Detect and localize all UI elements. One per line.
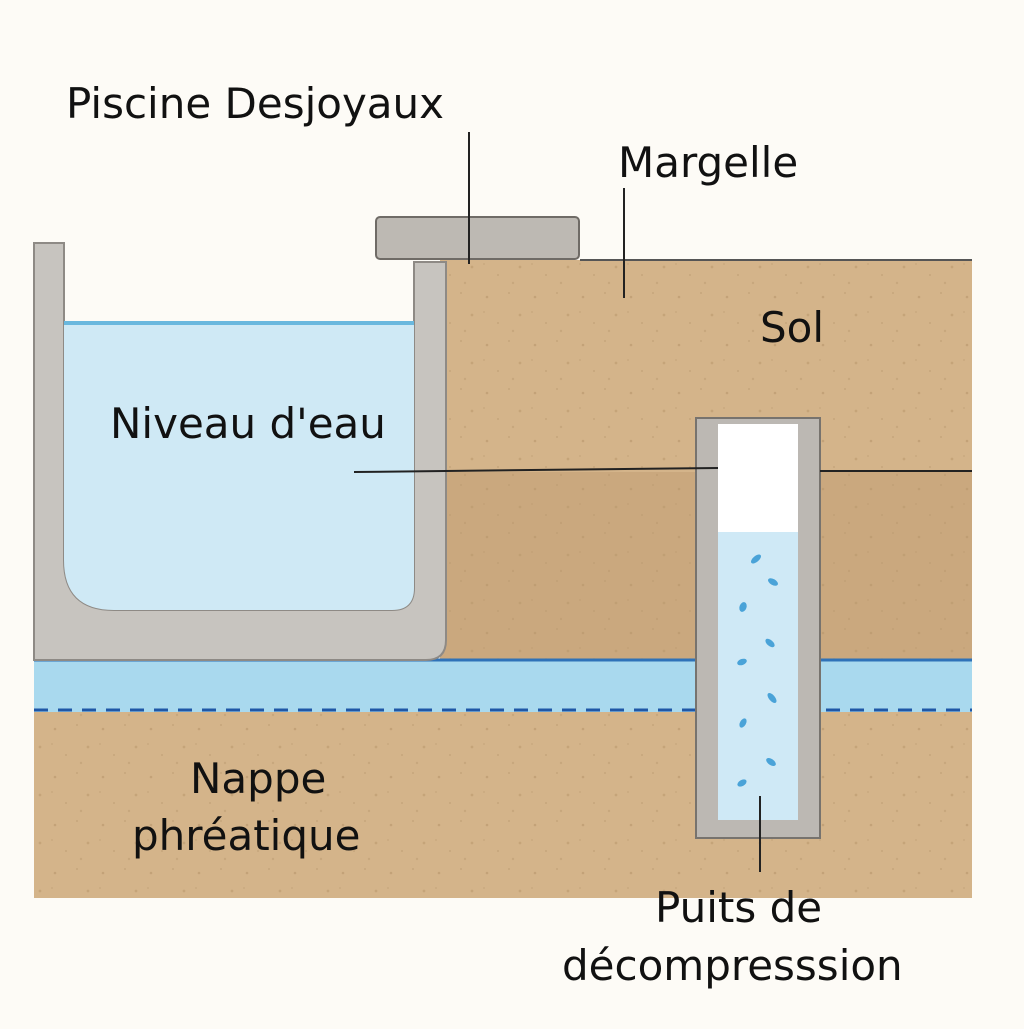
water-level-label: Niveau d'eau [110,399,386,448]
pool-label: Piscine Desjoyaux [66,79,444,128]
soil-label: Sol [760,303,824,352]
well-water [718,532,798,820]
well-label-line1: Puits de [655,883,822,932]
lower-soil-texture [34,712,972,898]
pool-water [64,322,414,610]
coping-stone [375,216,580,260]
water-table-band [34,660,972,712]
well-air-space [718,424,798,532]
coping-label: Margelle [618,138,798,187]
water-level-leader [353,467,719,473]
water-table-label-line2: phréatique [132,811,360,860]
water-table-label-line1: Nappe [190,754,326,803]
well-water-bubbles [737,554,778,787]
well-label-line2: décompresssion [562,941,903,990]
